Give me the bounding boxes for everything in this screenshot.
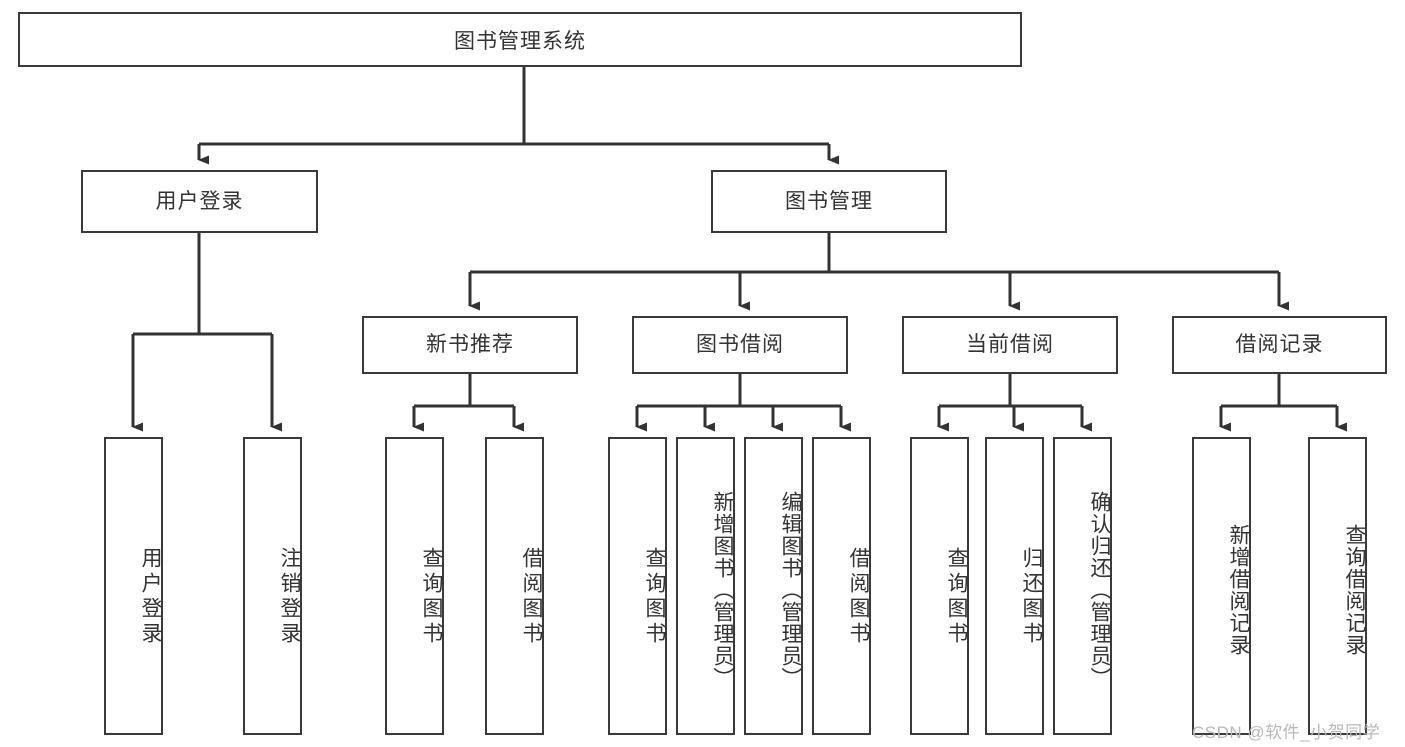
- node-root-label: 图书管理系统: [454, 29, 586, 53]
- node-leaf-query-book-3[interactable]: 查询图书: [910, 437, 969, 735]
- node-user-login-label: 用户登录: [155, 189, 244, 213]
- node-root[interactable]: 图书管理系统: [18, 12, 1022, 67]
- node-leaf-query-book-2[interactable]: 查询图书: [608, 437, 667, 735]
- node-book-manage[interactable]: 图书管理: [711, 170, 947, 233]
- node-leaf-borrow-book-1[interactable]: 借阅图书: [485, 437, 544, 735]
- node-leaf-user-login-label: 用户登录: [139, 547, 162, 647]
- node-leaf-query-book-3-label: 查询图书: [945, 547, 968, 647]
- node-borrow-record-label: 借阅记录: [1235, 333, 1324, 357]
- node-borrow-record[interactable]: 借阅记录: [1172, 316, 1387, 374]
- node-leaf-query-book-2-label: 查询图书: [643, 547, 666, 647]
- node-leaf-add-record[interactable]: 新增借阅记录: [1192, 437, 1251, 735]
- node-leaf-query-record-label: 查询借阅记录: [1343, 524, 1366, 656]
- node-book-manage-label: 图书管理: [785, 189, 873, 213]
- node-leaf-return-book-label: 归还图书: [1020, 547, 1043, 647]
- node-leaf-user-logout[interactable]: 注销登录: [243, 437, 302, 735]
- node-leaf-user-logout-label: 注销登录: [278, 547, 301, 647]
- node-current-borrow-label: 当前借阅: [966, 333, 1054, 357]
- node-leaf-query-book-1-label: 查询图书: [420, 547, 443, 647]
- node-book-borrow[interactable]: 图书借阅: [632, 316, 848, 374]
- node-leaf-add-book-label: 新增图书（管理员）: [711, 491, 734, 689]
- node-leaf-edit-book-label: 编辑图书（管理员）: [779, 491, 802, 689]
- node-leaf-edit-book[interactable]: 编辑图书（管理员）: [744, 437, 803, 735]
- node-leaf-confirm-return[interactable]: 确认归还（管理员）: [1053, 437, 1112, 735]
- node-leaf-borrow-book-2-label: 借阅图书: [847, 547, 870, 647]
- node-leaf-add-book[interactable]: 新增图书（管理员）: [676, 437, 735, 735]
- node-leaf-borrow-book-1-label: 借阅图书: [520, 547, 543, 647]
- node-book-borrow-label: 图书借阅: [696, 333, 784, 357]
- node-leaf-add-record-label: 新增借阅记录: [1227, 524, 1250, 656]
- node-leaf-query-book-1[interactable]: 查询图书: [385, 437, 444, 735]
- node-new-book-rec-label: 新书推荐: [426, 333, 514, 357]
- node-leaf-return-book[interactable]: 归还图书: [985, 437, 1044, 735]
- node-new-book-rec[interactable]: 新书推荐: [362, 316, 578, 374]
- node-leaf-confirm-return-label: 确认归还（管理员）: [1088, 491, 1111, 689]
- node-leaf-borrow-book-2[interactable]: 借阅图书: [812, 437, 871, 735]
- csdn-watermark: CSDN @软件_小贺同学: [1192, 723, 1381, 742]
- node-current-borrow[interactable]: 当前借阅: [902, 316, 1118, 374]
- node-leaf-query-record[interactable]: 查询借阅记录: [1308, 437, 1367, 735]
- node-leaf-user-login[interactable]: 用户登录: [104, 437, 163, 735]
- node-user-login[interactable]: 用户登录: [81, 170, 318, 233]
